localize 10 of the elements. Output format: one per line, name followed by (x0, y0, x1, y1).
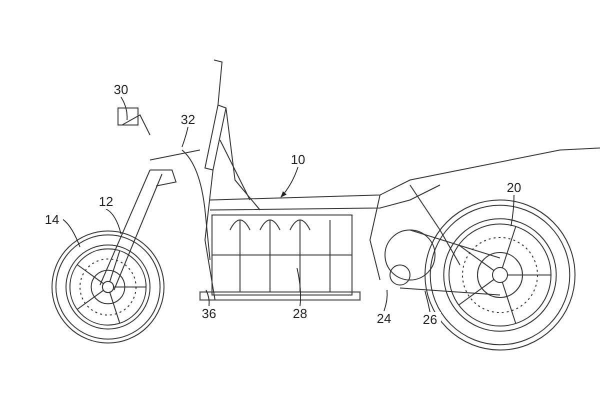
leader-line (510, 194, 514, 226)
leader-line (120, 96, 128, 120)
leader-line (62, 219, 80, 248)
leader-line (424, 290, 430, 312)
leader-line (182, 126, 188, 148)
leader-line (206, 290, 210, 306)
leader-line (384, 290, 388, 312)
leader-line (106, 208, 122, 234)
leader-line (296, 268, 302, 306)
leader-line (280, 166, 298, 198)
